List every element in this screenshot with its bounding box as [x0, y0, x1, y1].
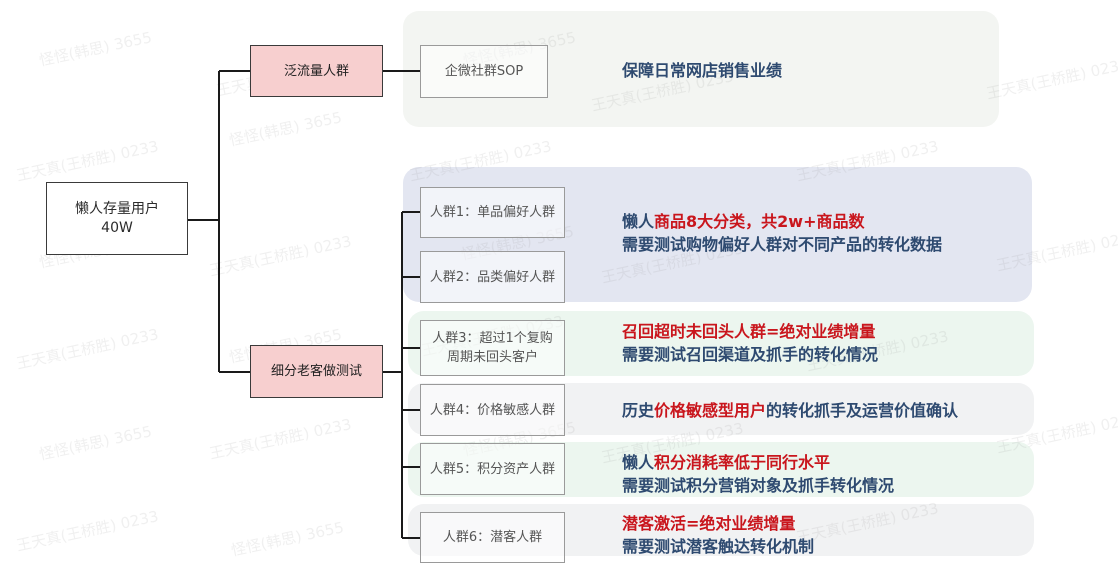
note-line: 需要测试召回渠道及抓手的转化情况: [622, 343, 878, 366]
note-line: 需要测试购物偏好人群对不同产品的转化数据: [622, 233, 942, 256]
note-group-4: 历史价格敏感型用户的转化抓手及运营价值确认: [622, 399, 958, 422]
group-node-sop[interactable]: 企微社群SOP: [420, 45, 548, 98]
branch-traffic-node[interactable]: 泛流量人群: [250, 45, 383, 97]
note-text-highlight: 价格敏感型用户: [654, 401, 767, 420]
group-node-5[interactable]: 人群5：积分资产人群: [420, 443, 565, 495]
note-text: 懒人: [622, 212, 655, 231]
note-line: 需要测试积分营销对象及抓手转化情况: [622, 474, 894, 497]
note-text: 需要测试购物偏好人群对不同产品的转化数据: [622, 235, 943, 254]
group-node-3[interactable]: 人群3：超过1个复购 周期未回头客户: [420, 320, 565, 376]
note-line: 保障日常网店销售业绩: [622, 59, 782, 82]
note-line: 懒人商品8大分类，共2w+商品数: [622, 210, 942, 233]
note-text-highlight: 潜客激活=绝对业绩增量: [622, 514, 796, 533]
note-line: 潜客激活=绝对业绩增量: [622, 512, 814, 535]
note-traffic: 保障日常网店销售业绩: [622, 59, 782, 82]
note-text-highlight: 召回超时未回头人群=绝对业绩增量: [622, 322, 876, 341]
note-group-1-2: 懒人商品8大分类，共2w+商品数 需要测试购物偏好人群对不同产品的转化数据: [622, 210, 942, 256]
branch-test-node[interactable]: 细分老客做测试: [250, 345, 383, 398]
note-text: 历史: [622, 401, 655, 420]
note-text: 懒人: [622, 453, 655, 472]
note-group-5: 懒人积分消耗率低于同行水平 需要测试积分营销对象及抓手转化情况: [622, 451, 894, 497]
note-line: 召回超时未回头人群=绝对业绩增量: [622, 320, 878, 343]
group-node-6[interactable]: 人群6：潜客人群: [420, 512, 565, 563]
note-text-highlight: 商品8大分类，共2w+商品数: [654, 212, 865, 231]
group-node-2[interactable]: 人群2：品类偏好人群: [420, 251, 565, 303]
note-line: 懒人积分消耗率低于同行水平: [622, 451, 894, 474]
note-group-3: 召回超时未回头人群=绝对业绩增量 需要测试召回渠道及抓手的转化情况: [622, 320, 878, 366]
group-node-1[interactable]: 人群1：单品偏好人群: [420, 187, 565, 238]
note-line: 需要测试潜客触达转化机制: [622, 535, 814, 558]
note-text-highlight: 积分消耗率低于同行水平: [654, 453, 831, 472]
note-text: 需要测试积分营销对象及抓手转化情况: [622, 476, 895, 495]
note-group-6: 潜客激活=绝对业绩增量 需要测试潜客触达转化机制: [622, 512, 814, 558]
note-text: 保障日常网店销售业绩: [622, 61, 783, 80]
root-node[interactable]: 懒人存量用户 40W: [46, 182, 188, 255]
note-text: 需要测试潜客触达转化机制: [622, 537, 815, 556]
group-node-4[interactable]: 人群4：价格敏感人群: [420, 384, 565, 436]
note-text: 的转化抓手及运营价值确认: [766, 401, 959, 420]
note-line: 历史价格敏感型用户的转化抓手及运营价值确认: [622, 399, 958, 422]
note-text: 需要测试召回渠道及抓手的转化情况: [622, 345, 879, 364]
